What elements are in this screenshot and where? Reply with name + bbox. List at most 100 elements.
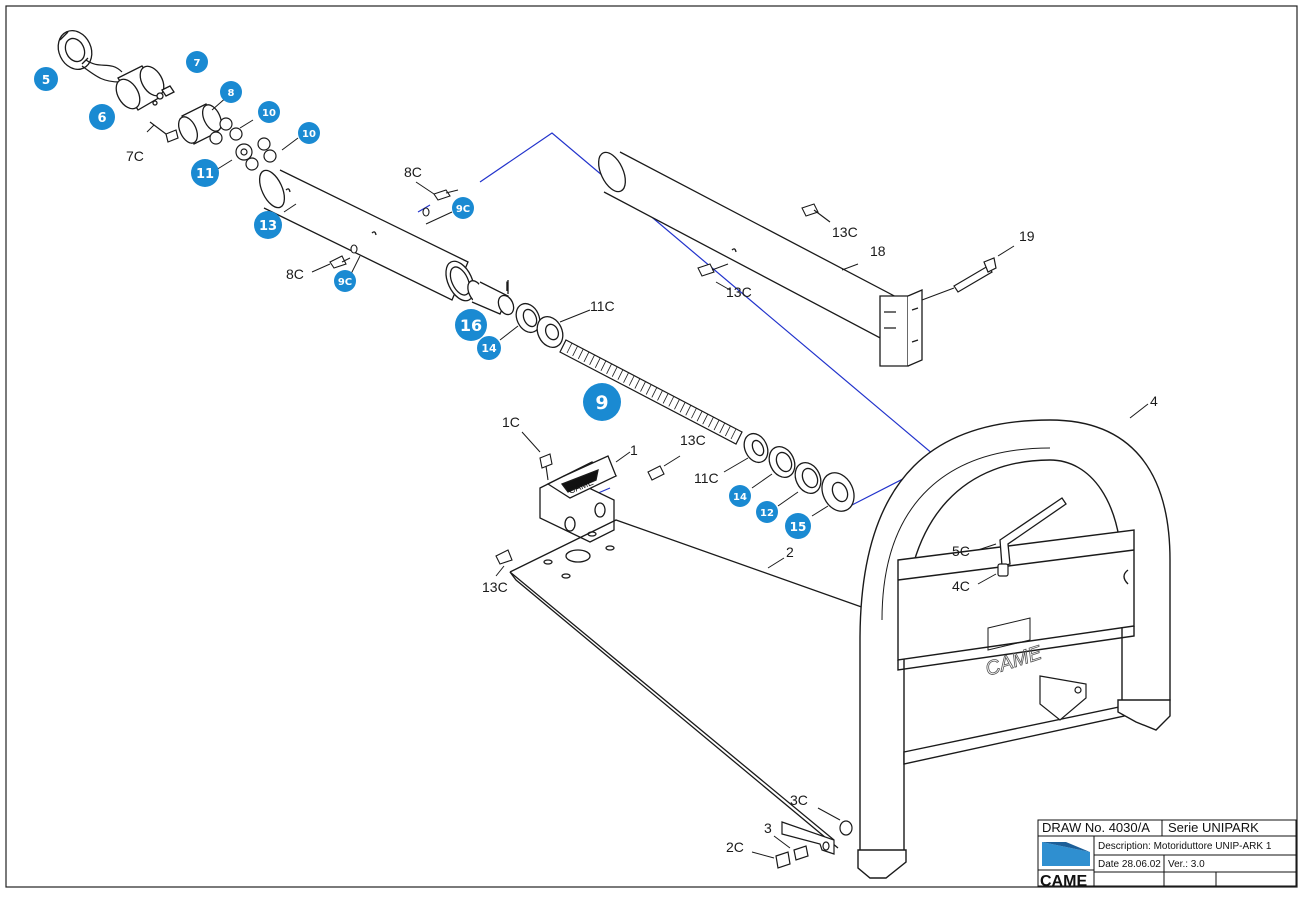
label-2: 2 — [786, 544, 794, 560]
screw-13c-c — [647, 465, 665, 481]
label-1c: 1C — [502, 414, 520, 430]
leader-2 — [767, 557, 785, 569]
part-tube-13 — [258, 169, 475, 302]
leader-3 — [773, 835, 791, 849]
part-nut-16 — [467, 280, 515, 316]
svg-text:13: 13 — [259, 219, 277, 234]
leader-11c-b — [723, 457, 749, 473]
leader-19 — [997, 245, 1015, 257]
title-date: Date 28.06.02 — [1098, 859, 1161, 870]
leader-14b — [751, 473, 773, 489]
part-motor — [115, 65, 175, 111]
leader-9c-a — [425, 211, 453, 225]
label-11c-a: 11C — [590, 298, 615, 314]
label-7c: 7C — [126, 148, 144, 164]
label-1: 1 — [630, 442, 638, 458]
svg-text:16: 16 — [460, 316, 482, 335]
screw-7c — [149, 121, 179, 143]
svg-text:14: 14 — [481, 342, 497, 355]
label-5c: 5C — [952, 543, 970, 559]
part-gears — [209, 117, 277, 171]
label-3c: 3C — [790, 792, 808, 808]
thread-ridge — [691, 408, 697, 419]
thread-ridge — [583, 351, 590, 363]
screw-8c-b — [329, 244, 358, 269]
leader-10b — [281, 137, 299, 151]
badge-11: 11 — [191, 159, 219, 187]
leader-13 — [283, 203, 297, 213]
rear-mount — [1039, 675, 1087, 721]
label-8c-a: 8C — [404, 164, 422, 180]
badge-10b: 10 — [298, 122, 320, 144]
thread-ridge — [651, 387, 658, 398]
title-block-logo-graphic — [1042, 840, 1090, 866]
svg-text:11: 11 — [196, 167, 214, 182]
leader-13c-b — [715, 281, 731, 291]
part-ring-14a — [515, 302, 541, 334]
screw-13c-b — [697, 263, 729, 277]
part-ring-14b — [768, 445, 796, 479]
svg-text:7: 7 — [194, 58, 201, 69]
thread-ridge — [645, 384, 652, 395]
thread-ridge — [657, 390, 663, 401]
label-3: 3 — [764, 820, 772, 836]
part-hoop-frame — [857, 419, 1171, 879]
badge-9c-b: 9C — [334, 270, 356, 292]
svg-text:15: 15 — [790, 520, 807, 534]
badge-10a: 10 — [258, 101, 280, 123]
thread-ridge — [685, 405, 692, 416]
badge-14a: 14 — [477, 336, 501, 360]
part-end-cap — [57, 30, 93, 70]
thread-ridge — [628, 375, 635, 386]
part-base-plate — [509, 519, 871, 849]
label-4: 4 — [1150, 393, 1158, 409]
svg-text:14: 14 — [733, 492, 747, 503]
screw-13c-d — [495, 549, 513, 565]
thread-ridge — [674, 399, 680, 410]
label-18: 18 — [870, 243, 886, 259]
thread-ridge — [617, 369, 624, 380]
thread-ridge — [713, 419, 720, 431]
badge-9c-a: 9C — [452, 197, 474, 219]
thread-ridge — [623, 372, 629, 383]
badge-9: 9 — [583, 383, 621, 421]
badge-16: 16 — [455, 309, 487, 341]
label-13c-b: 13C — [726, 284, 752, 300]
came-logo-text: CAME — [1040, 873, 1087, 890]
part-bracket-1 — [539, 455, 618, 543]
badge-12: 12 — [756, 501, 778, 523]
leader-7c — [146, 124, 155, 133]
thread-ridge — [702, 413, 709, 425]
part-rod-19 — [953, 257, 997, 293]
screw-1c — [539, 453, 553, 481]
thread-ridge — [606, 363, 612, 374]
leader-1 — [615, 451, 631, 463]
leader-8c-b — [311, 263, 331, 273]
svg-text:9C: 9C — [456, 204, 470, 215]
title-block — [1037, 819, 1297, 887]
part-grub-screw — [997, 563, 1009, 577]
svg-text:9: 9 — [595, 392, 608, 414]
label-4c: 4C — [952, 578, 970, 594]
thread-ridge — [577, 348, 584, 360]
svg-text:9C: 9C — [338, 277, 352, 288]
leader-12 — [777, 491, 799, 507]
title-serie: Serie UNIPARK — [1168, 820, 1259, 835]
frame-embossed-logo: CAME — [983, 642, 1045, 681]
leader-11c-a — [559, 309, 591, 323]
label-marking: I — [505, 278, 509, 294]
leadscrew-thread — [566, 342, 737, 440]
leader-4 — [1129, 403, 1149, 419]
screw-13c-a — [801, 203, 831, 223]
part-leadscrew — [559, 339, 743, 445]
title-description: Description: Motoriduttore UNIP-ARK 1 — [1098, 841, 1272, 852]
leader-13c-c — [663, 455, 681, 467]
svg-text:10: 10 — [302, 129, 316, 140]
thread-ridge — [679, 402, 686, 413]
cable-2 — [81, 65, 121, 83]
part-sleeve — [177, 103, 223, 145]
thread-ridge — [668, 396, 675, 407]
label-8c-b: 8C — [286, 266, 304, 282]
thread-ridge — [566, 342, 573, 354]
